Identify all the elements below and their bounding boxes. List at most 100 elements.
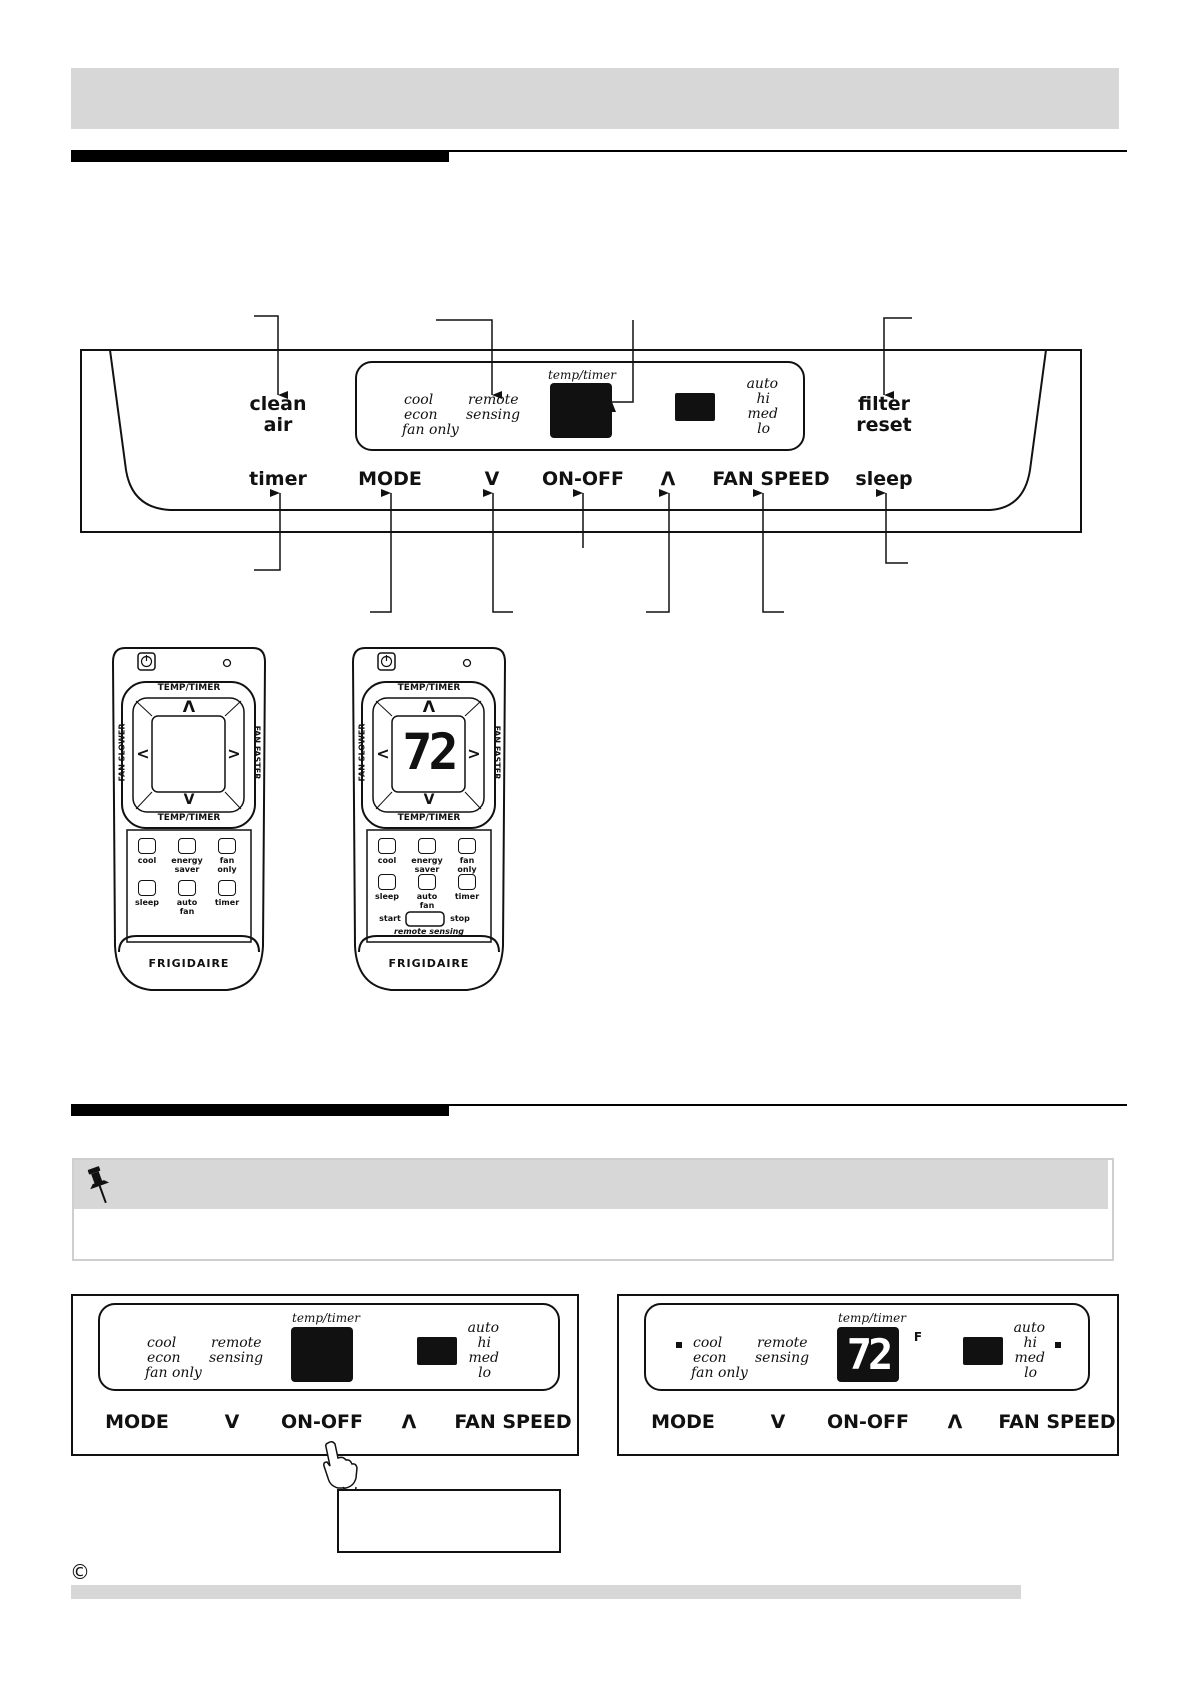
remote-sleep-button[interactable]: [378, 874, 396, 890]
callout-box: [337, 1489, 561, 1553]
remote-body: [351, 647, 507, 991]
remote-temp-timer-top: TEMP/TIMER: [397, 683, 461, 693]
temp-timer-label: temp/timer: [292, 1311, 360, 1325]
remote-sensing-indicator: remote sensing: [755, 1335, 810, 1366]
remote-right-button[interactable]: >: [467, 744, 481, 763]
remote-cool-button[interactable]: [378, 838, 396, 854]
sleep-button[interactable]: sleep: [855, 468, 913, 490]
up-button[interactable]: Λ: [947, 1411, 963, 1433]
remote-control-basic: TEMP/TIMER TEMP/TIMER Λ V < > FAN SLOWER…: [107, 646, 271, 992]
on-off-button[interactable]: ON-OFF: [541, 468, 625, 490]
mode-button[interactable]: MODE: [651, 1411, 715, 1433]
remote-timer-button[interactable]: [218, 880, 236, 896]
remote-left-button[interactable]: <: [136, 744, 150, 763]
filter-reset-button-label[interactable]: filter reset: [856, 393, 912, 436]
remote-sensing-button[interactable]: [406, 912, 444, 926]
temp-timer-display: [550, 383, 612, 438]
panel-on-outline: [617, 1294, 1119, 1456]
remote-cool-button[interactable]: [138, 838, 156, 854]
remote-fan-faster-label: FAN FASTER: [492, 725, 502, 780]
remote-cool-label: cool: [377, 856, 397, 865]
temp-timer-display: [837, 1327, 899, 1382]
remote-fan-only-label: fan only: [217, 856, 237, 874]
remote-energy-saver-button[interactable]: [418, 838, 436, 854]
remote-cool-label: cool: [137, 856, 157, 865]
up-button[interactable]: Λ: [401, 1411, 417, 1433]
fan-speed-button[interactable]: FAN SPEED: [998, 1411, 1116, 1433]
remote-fan-only-button[interactable]: [218, 838, 236, 854]
remote-timer-label: timer: [214, 898, 240, 907]
pushpin-icon: [87, 1166, 110, 1204]
header-bar: [71, 68, 1119, 129]
remote-fan-faster-label: FAN FASTER: [252, 725, 262, 780]
remote-sensing-indicator: remote sensing: [209, 1335, 264, 1366]
fan-speed-display: [675, 393, 715, 421]
fahrenheit-indicator: F: [913, 1330, 923, 1344]
remote-auto-fan-button[interactable]: [418, 874, 436, 890]
mode-button[interactable]: MODE: [358, 468, 422, 490]
fan-speed-button[interactable]: FAN SPEED: [454, 1411, 572, 1433]
down-button[interactable]: V: [224, 1411, 240, 1433]
remote-energy-saver-label: energy saver: [411, 856, 443, 874]
remote-down-button[interactable]: V: [183, 792, 195, 808]
clean-air-button-label[interactable]: clean air: [249, 393, 307, 436]
up-button[interactable]: Λ: [660, 468, 676, 490]
remote-stop-label: stop: [450, 914, 470, 923]
remote-brand-logo: FRIGIDAIRE: [148, 957, 230, 970]
remote-sensing-indicator: remote sensing: [466, 392, 521, 423]
fan-speed-display: [417, 1337, 457, 1365]
remote-timer-button[interactable]: [458, 874, 476, 890]
remote-start-label: start: [379, 914, 401, 923]
down-button[interactable]: V: [770, 1411, 786, 1433]
section-rule-thick: [71, 150, 449, 162]
remote-timer-label: timer: [454, 892, 480, 901]
fan-level-list: auto hi med lo: [1013, 1320, 1045, 1381]
temp-timer-display: [291, 1327, 353, 1382]
copyright-symbol: ©: [70, 1560, 90, 1584]
remote-up-button[interactable]: Λ: [422, 697, 436, 716]
remote-auto-fan-button[interactable]: [178, 880, 196, 896]
remote-brand-logo: FRIGIDAIRE: [388, 957, 470, 970]
remote-sensing-label: remote sensing: [393, 927, 465, 936]
remote-energy-saver-button[interactable]: [178, 838, 196, 854]
section-rule-thick: [71, 1104, 449, 1116]
remote-sleep-label: sleep: [134, 898, 160, 907]
footer-bar: [71, 1585, 1021, 1599]
remote-energy-saver-label: energy saver: [171, 856, 203, 874]
remote-sleep-label: sleep: [374, 892, 400, 901]
timer-button[interactable]: timer: [249, 468, 307, 490]
temp-timer-label: temp/timer: [548, 368, 616, 382]
control-panel-diagram: clean air filter reset cool econ fan onl…: [0, 0, 1191, 640]
fan-level-list: auto hi med lo: [746, 376, 778, 437]
section-rule-thin: [449, 150, 1127, 152]
remote-fan-slower-label: FAN SLOWER: [357, 723, 367, 782]
panel-off-diagram: cool econ fan only remote sensing temp/t…: [71, 1294, 579, 1456]
mode-button[interactable]: MODE: [105, 1411, 169, 1433]
remote-left-button[interactable]: <: [376, 744, 390, 763]
section-rule-thin: [449, 1104, 1127, 1106]
down-button[interactable]: V: [484, 468, 500, 490]
fan-speed-display: [963, 1337, 1003, 1365]
remote-control-sensing: TEMP/TIMER TEMP/TIMER Λ V < > FAN SLOWER…: [347, 646, 511, 992]
mode-indicator-list: cool econ fan only: [691, 1335, 748, 1381]
fan-speed-button[interactable]: FAN SPEED: [712, 468, 830, 490]
remote-down-button[interactable]: V: [423, 792, 435, 808]
remote-temp-timer-top: TEMP/TIMER: [157, 683, 221, 693]
fan-level-list: auto hi med lo: [467, 1320, 499, 1381]
mode-indicator-list: cool econ fan only: [402, 392, 459, 438]
remote-up-button[interactable]: Λ: [182, 697, 196, 716]
remote-auto-fan-label: auto fan: [176, 898, 198, 916]
temp-timer-label: temp/timer: [838, 1311, 906, 1325]
remote-right-button[interactable]: >: [227, 744, 241, 763]
remote-fan-only-button[interactable]: [458, 838, 476, 854]
mode-indicator-list: cool econ fan only: [145, 1335, 202, 1381]
remote-fan-slower-label: FAN SLOWER: [117, 723, 127, 782]
remote-temp-timer-bottom: TEMP/TIMER: [157, 813, 221, 823]
remote-auto-fan-label: auto fan: [416, 892, 438, 910]
remote-fan-only-label: fan only: [457, 856, 477, 874]
on-off-button[interactable]: ON-OFF: [826, 1411, 910, 1433]
temp-display-value: 72: [846, 1330, 894, 1379]
remote-temp-timer-bottom: TEMP/TIMER: [397, 813, 461, 823]
remote-sleep-button[interactable]: [138, 880, 156, 896]
on-off-button[interactable]: ON-OFF: [280, 1411, 364, 1433]
